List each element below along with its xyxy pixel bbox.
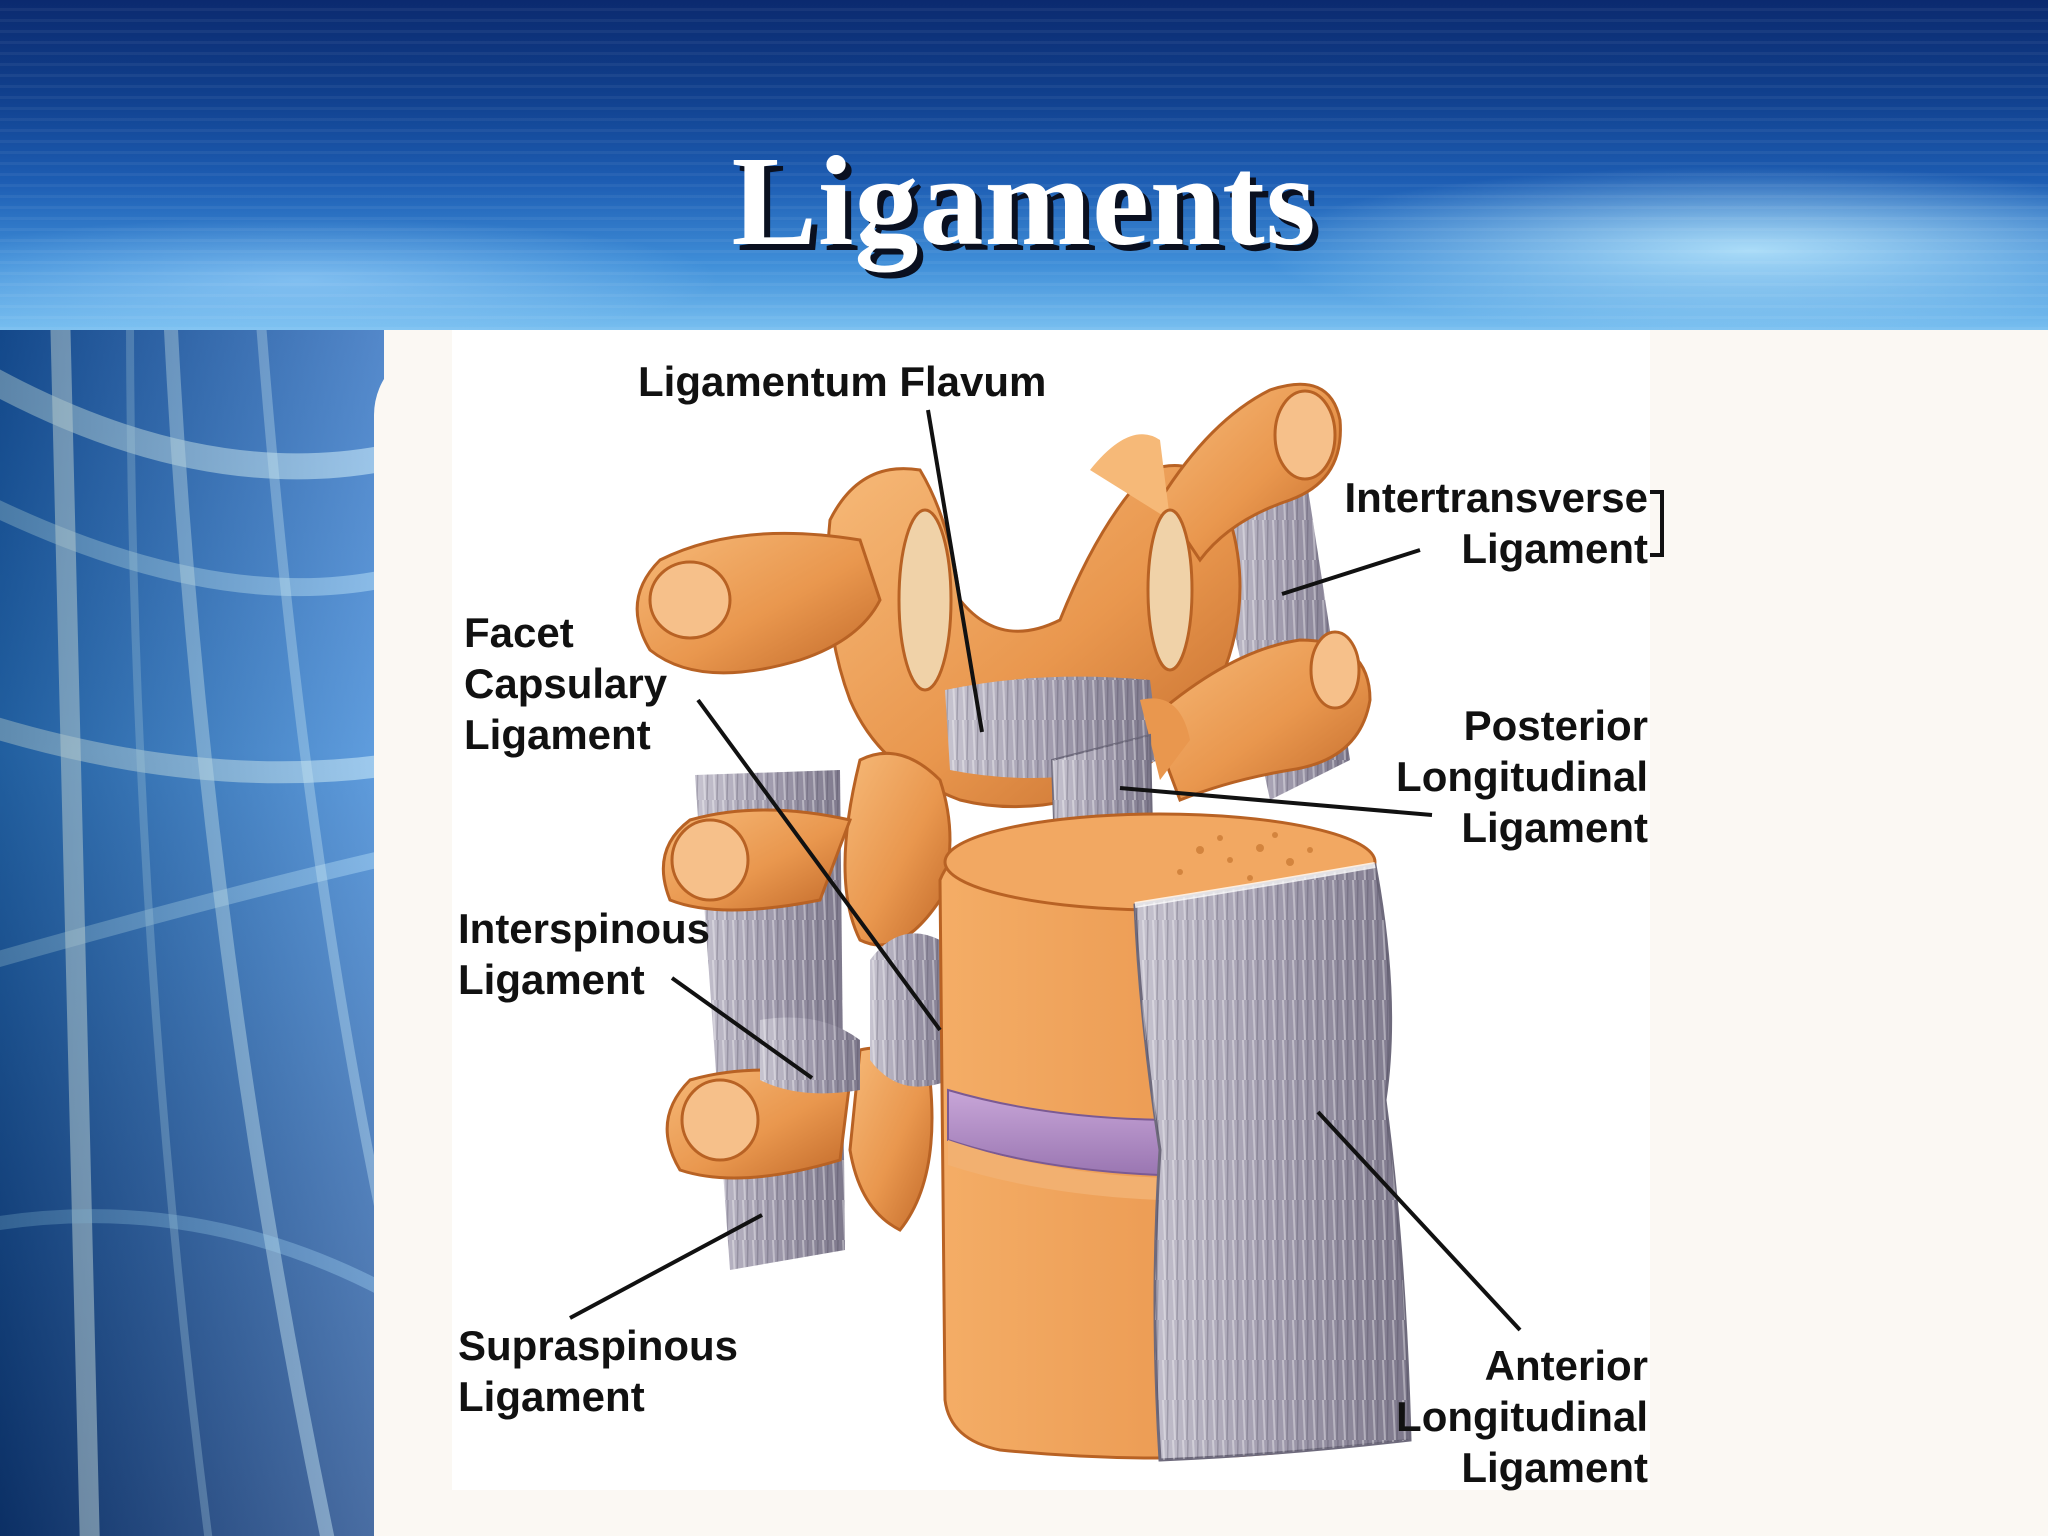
label-line: Interspinous xyxy=(458,905,711,952)
right-background-panel xyxy=(1650,338,2048,1536)
slide-title: Ligaments xyxy=(731,130,1317,272)
facet-capsule-fibers xyxy=(760,933,950,1094)
label-anterior-longitudinal-ligament: Anterior Longitudinal Ligament xyxy=(1250,1340,1648,1493)
leader-anterior-longitudinal xyxy=(1316,1110,1522,1332)
label-line: Anterior xyxy=(1484,1342,1648,1389)
label-line: Intertransverse xyxy=(1344,474,1649,521)
label-line: Ligament xyxy=(458,1373,645,1420)
label-interspinous-ligament: Interspinous Ligament xyxy=(458,903,710,1005)
intertransverse-bracket xyxy=(1650,490,1664,557)
leader-posterior-longitudinal xyxy=(1119,786,1433,817)
label-line: Ligament xyxy=(464,711,651,758)
leader-interspinous xyxy=(670,976,814,1080)
label-facet-capsulary-ligament: Facet Capsulary Ligament xyxy=(464,607,667,760)
header-band xyxy=(0,0,2048,330)
lower-vertebra xyxy=(665,1046,934,1232)
label-intertransverse-ligament: Intertransverse Ligament xyxy=(1250,472,1649,574)
label-line: Facet xyxy=(464,609,574,656)
label-line: Longitudinal xyxy=(1396,1393,1648,1440)
label-posterior-longitudinal-ligament: Posterior Longitudinal Ligament xyxy=(1250,700,1648,853)
label-line: Supraspinous xyxy=(458,1322,739,1369)
label-line: Ligament xyxy=(458,956,645,1003)
left-decorative-art xyxy=(0,330,384,1536)
anterior-longitudinal-ligament-band xyxy=(1133,862,1412,1462)
label-line: Capsulary xyxy=(464,660,668,707)
leader-intertransverse xyxy=(1281,548,1421,596)
label-line: Ligament xyxy=(1461,525,1648,572)
label-line: Longitudinal xyxy=(1396,753,1648,800)
leader-facet-capsulary xyxy=(696,698,942,1032)
left-light-streaks xyxy=(0,330,384,1536)
label-line: Ligament xyxy=(1461,804,1648,851)
header-streaks xyxy=(0,0,2048,330)
label-line: Posterior xyxy=(1463,702,1648,749)
label-supraspinous-ligament: Supraspinous Ligament xyxy=(458,1320,738,1422)
leader-lines xyxy=(569,409,1664,1332)
leader-supraspinous xyxy=(569,1213,763,1320)
label-ligamentum-flavum: Ligamentum Flavum xyxy=(638,358,1047,405)
middle-vertebra xyxy=(661,630,1372,947)
leader-ligamentum-flavum xyxy=(926,409,984,733)
label-line: Ligament xyxy=(1461,1444,1648,1491)
